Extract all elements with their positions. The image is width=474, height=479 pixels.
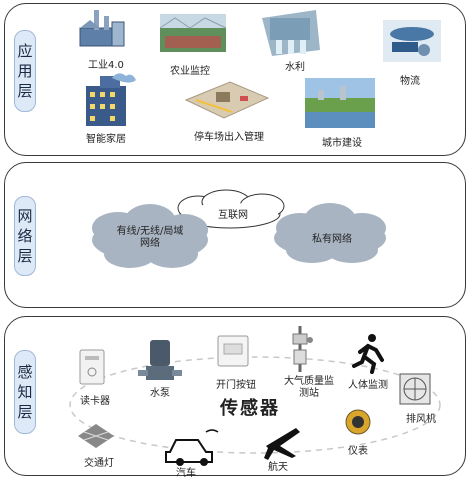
private-network-label: 私有网络 (312, 234, 352, 245)
traffic-light-label: 交通灯 (84, 458, 114, 469)
card-reader-label: 读卡器 (80, 396, 110, 407)
agriculture-label: 农业监控 (170, 66, 210, 77)
network-layer-label: 网 络 层 (14, 196, 36, 276)
perception-layer-label: 感 知 层 (14, 350, 36, 434)
industry-label: 工业4.0 (88, 60, 124, 71)
city-label: 城市建设 (322, 138, 362, 149)
logistics-label: 物流 (400, 76, 420, 87)
smart-home-label: 智能家居 (86, 134, 126, 145)
internet-cloud (177, 189, 285, 229)
car-label: 汽车 (176, 468, 196, 479)
wired-cloud (92, 204, 208, 268)
exhaust-fan-label: 排风机 (406, 414, 436, 425)
wired-network-label: 有线/无线/局域网络 (116, 226, 184, 249)
internet-label: 互联网 (218, 210, 248, 221)
water-label: 水利 (285, 62, 305, 73)
network-layer-panel (4, 162, 466, 308)
private-cloud (274, 203, 386, 263)
aviation-label: 航天 (268, 462, 288, 473)
parking-label: 停车场出入管理 (194, 132, 264, 143)
human-detect-label: 人体监测 (348, 380, 388, 391)
application-layer-label: 应 用 层 (14, 30, 36, 112)
meter-label: 仪表 (348, 446, 368, 457)
sensor-title: 传感器 (220, 398, 280, 419)
pump-label: 水泵 (150, 388, 170, 399)
door-button-label: 开门按钮 (216, 380, 256, 391)
air-station-label: 大气质量监测站 (284, 376, 334, 399)
